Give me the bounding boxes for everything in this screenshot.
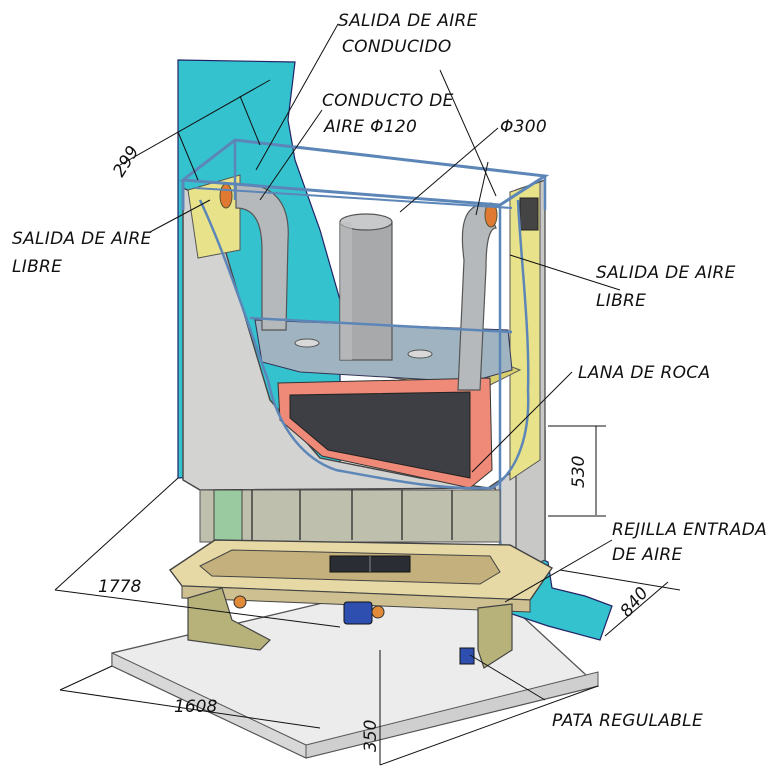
cutaway-edge <box>198 199 530 490</box>
label-libre-left-line2: LIBRE <box>12 257 62 277</box>
base-platform <box>168 539 554 669</box>
label-conducto-line2: AIRE Φ120 <box>323 117 417 137</box>
label-libre-right-line2: LIBRE <box>596 291 646 311</box>
dimension-values: 299 530 840 1778 1608 350 <box>98 143 653 752</box>
callout-labels: SALIDA DE AIRE CONDUCIDO CONDUCTO DE AIR… <box>12 11 767 731</box>
flue-pipe <box>339 213 393 361</box>
air-duct-right <box>457 197 539 391</box>
label-salida-conducido-line2: CONDUCIDO <box>342 37 452 57</box>
label-pata-regulable: PATA REGULABLE <box>552 711 703 731</box>
dim-1608: 1608 <box>174 697 217 717</box>
label-rejilla-line1: REJILLA ENTRADA <box>612 520 767 540</box>
dim-299: 299 <box>109 143 143 181</box>
dim-840: 840 <box>617 583 653 621</box>
label-conducto-line1: CONDUCTO DE <box>322 91 454 111</box>
label-rejilla-line2: DE AIRE <box>612 545 683 565</box>
label-salida-conducido-line1: SALIDA DE AIRE <box>338 11 478 31</box>
dim-1778: 1778 <box>98 577 141 597</box>
dimension-lines <box>54 23 681 766</box>
label-phi300: Φ300 <box>500 117 547 137</box>
floor-slab <box>111 567 600 759</box>
dim-350: 350 <box>361 720 381 752</box>
label-libre-right-line1: SALIDA DE AIRE <box>596 263 736 283</box>
label-libre-left-line1: SALIDA DE AIRE <box>12 229 152 249</box>
label-lana-de-roca: LANA DE ROCA <box>578 363 710 383</box>
dim-530: 530 <box>569 456 589 488</box>
